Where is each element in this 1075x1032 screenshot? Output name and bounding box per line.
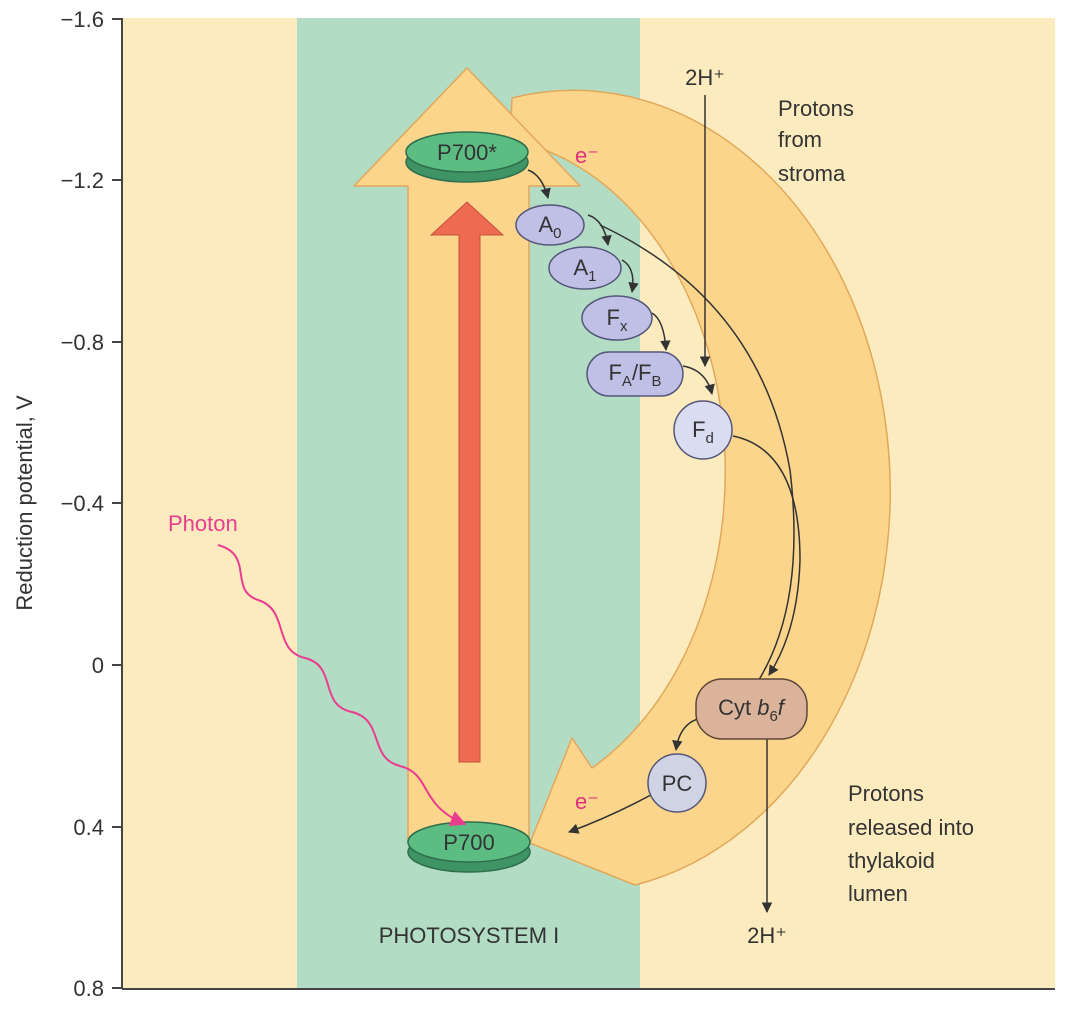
pc-carrier: PC [647,753,707,813]
electron-label-top: e⁻ [575,143,599,168]
a0-carrier: A0 [515,204,585,246]
a1-carrier: A1 [548,246,622,290]
excitation-inner-arrow [429,201,505,763]
y-tick-label: −1.6 [61,7,104,32]
fd-label: F [692,417,705,442]
a0-label: A [538,212,553,237]
fx-subscript: x [620,318,628,335]
svg-text:FA/FB: FA/FB [608,360,661,390]
fd-carrier: Fd [673,400,733,460]
fa-fb-carrier: FA/FB [586,351,684,397]
y-tick-label: −1.2 [61,168,104,193]
y-tick-label: 0.8 [73,976,104,1001]
fb-subscript: B [652,373,662,390]
svg-text:A1: A1 [573,255,596,285]
svg-text:Fd: Fd [692,417,714,447]
fb-label: /F [632,360,652,385]
fx-label: F [607,305,620,330]
a0-subscript: 0 [553,225,561,242]
a1-subscript: 1 [588,268,596,285]
photosystem-label: PHOTOSYSTEM I [379,923,560,948]
cyt-b6f-carrier: Cyt b6f [695,678,808,740]
p700-label: P700 [443,830,494,855]
svg-text:Fx: Fx [607,305,628,335]
cyt-subscript: 6 [769,708,777,725]
cyt-f-label: f [778,695,787,720]
y-tick-label: 0 [92,653,104,678]
y-tick-label: 0.4 [73,815,104,840]
photon-label: Photon [168,511,238,536]
fa-label: F [608,360,621,385]
protons-in-formula: 2H⁺ [685,65,725,90]
p700-star-disc: P700* [405,131,529,183]
cyt-label: Cyt [718,695,757,720]
photon-wave [217,544,467,827]
electron-label-bottom: e⁻ [575,789,599,814]
y-tick-label: −0.4 [61,491,104,516]
pc-label: PC [662,771,693,796]
a1-label: A [573,255,588,280]
fa-subscript: A [622,373,632,390]
fd-subscript: d [706,430,714,447]
y-ticks [112,18,122,989]
cyt-b-label: b [757,695,769,720]
protons-out-formula: 2H⁺ [747,923,787,948]
y-tick-label: −0.8 [61,330,104,355]
fx-carrier: Fx [581,295,653,341]
p700-disc: P700 [407,821,531,873]
p700-star-label: P700* [437,140,497,165]
y-axis-label: Reduction potential, V [12,395,37,611]
svg-text:Cyt b6f: Cyt b6f [718,695,787,725]
svg-text:A0: A0 [538,212,561,242]
